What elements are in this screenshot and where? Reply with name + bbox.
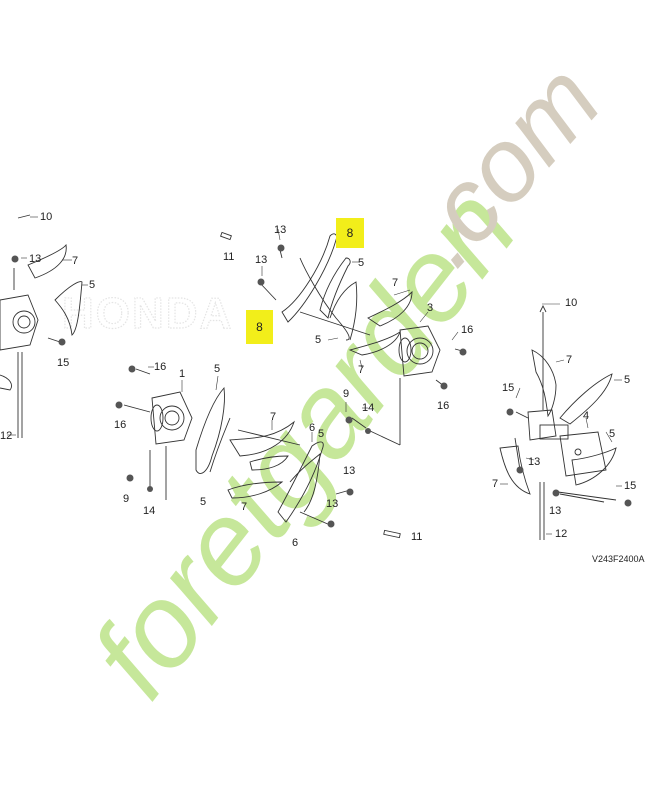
callout-13: 13 xyxy=(528,456,541,468)
callout-11: 11 xyxy=(411,531,423,543)
callout-15: 15 xyxy=(57,357,70,369)
callout-9: 9 xyxy=(123,493,130,505)
callout-5: 5 xyxy=(89,279,96,291)
callout-16: 16 xyxy=(437,400,450,412)
nut-icon xyxy=(327,520,335,528)
callout-5: 5 xyxy=(624,374,631,386)
bolt-icon xyxy=(624,499,632,507)
highlighted-callout-8[interactable]: 8 xyxy=(336,218,364,248)
callout-5: 5 xyxy=(214,363,221,375)
callout-13: 13 xyxy=(326,498,339,510)
washer-icon xyxy=(365,428,371,434)
bolt-icon xyxy=(126,474,134,482)
right-assembly xyxy=(499,304,617,540)
nut-icon xyxy=(552,489,560,497)
bolt-icon xyxy=(345,416,353,424)
callout-13: 13 xyxy=(274,224,287,236)
part-outlines xyxy=(0,214,617,540)
nut-icon xyxy=(257,278,265,286)
fastener-symbols xyxy=(11,244,632,528)
callout-5: 5 xyxy=(318,428,325,440)
bolt-icon xyxy=(115,401,123,409)
nut-icon xyxy=(11,255,19,263)
center-lower-assembly xyxy=(123,368,401,539)
callout-7: 7 xyxy=(566,354,573,366)
callout-5: 5 xyxy=(200,496,207,508)
callout-7: 7 xyxy=(241,501,248,513)
leader-lines xyxy=(7,216,622,535)
left-assembly xyxy=(0,214,83,438)
callout-11: 11 xyxy=(223,251,235,263)
callout-13: 13 xyxy=(29,253,42,265)
callout-7: 7 xyxy=(270,411,277,423)
drawing-code: V243F2400A xyxy=(592,554,645,564)
callout-16: 16 xyxy=(114,419,127,431)
callout-7: 7 xyxy=(392,277,399,289)
callout-1: 1 xyxy=(179,368,186,380)
callout-6: 6 xyxy=(309,422,316,434)
callout-7: 7 xyxy=(492,478,499,490)
center-upper-assembly xyxy=(220,231,467,446)
highlighted-callout-8[interactable]: 8 xyxy=(246,310,273,344)
callout-5: 5 xyxy=(315,334,322,346)
callout-10: 10 xyxy=(40,211,53,223)
bolt-icon xyxy=(506,408,514,416)
nut-icon xyxy=(516,466,524,474)
callout-12: 12 xyxy=(555,528,568,540)
callout-4: 4 xyxy=(583,410,590,422)
bolt-icon xyxy=(128,365,136,373)
callout-15: 15 xyxy=(502,382,515,394)
callout-10: 10 xyxy=(565,297,578,309)
callout-14: 14 xyxy=(362,402,375,414)
honda-watermark-text: HONDA xyxy=(62,289,233,338)
callout-9: 9 xyxy=(343,388,350,400)
callout-12: 12 xyxy=(0,430,13,442)
washer-icon xyxy=(147,486,153,492)
callout-7: 7 xyxy=(358,364,365,376)
honda-watermark: HONDA xyxy=(61,288,233,338)
callout-13: 13 xyxy=(255,254,268,266)
callout-14: 14 xyxy=(143,505,156,517)
callout-3: 3 xyxy=(427,302,434,314)
callout-5: 5 xyxy=(358,257,365,269)
nut-icon xyxy=(277,244,285,252)
callout-6: 6 xyxy=(292,537,299,549)
callout-16: 16 xyxy=(154,361,167,373)
site-watermark: foretgarden .com xyxy=(66,42,622,721)
nut-icon xyxy=(346,488,354,496)
callout-16: 16 xyxy=(461,324,474,336)
bolt-icon xyxy=(459,348,467,356)
callout-5: 5 xyxy=(609,428,616,440)
bolt-icon xyxy=(440,382,448,390)
bolt-icon xyxy=(58,338,66,346)
callout-7: 7 xyxy=(72,255,79,267)
callout-13: 13 xyxy=(549,505,562,517)
callout-15: 15 xyxy=(624,480,637,492)
callout-13: 13 xyxy=(343,465,356,477)
